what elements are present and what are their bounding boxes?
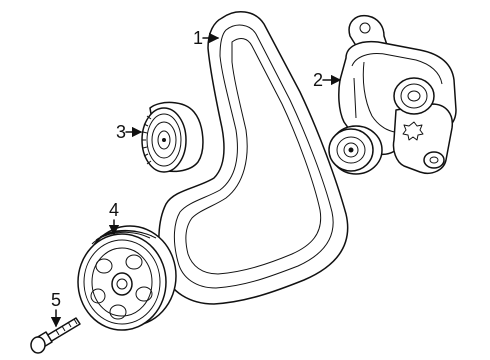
belt[interactable] [158,11,349,305]
tensioner[interactable] [328,14,457,175]
callout-5: 5 [50,290,62,328]
callout-1: 1 [193,28,220,48]
callout-number-5: 5 [51,290,61,310]
callout-2: 2 [313,70,342,90]
idler-pulley[interactable] [141,101,204,173]
callout-3: 3 [116,122,143,142]
callout-number-3: 3 [116,122,126,142]
crankshaft-pulley[interactable] [77,225,177,331]
bolt[interactable] [30,317,81,354]
callout-number-1: 1 [193,28,203,48]
callout-number-4: 4 [109,200,119,220]
callout-4: 4 [108,200,120,236]
callout-number-2: 2 [313,70,323,90]
